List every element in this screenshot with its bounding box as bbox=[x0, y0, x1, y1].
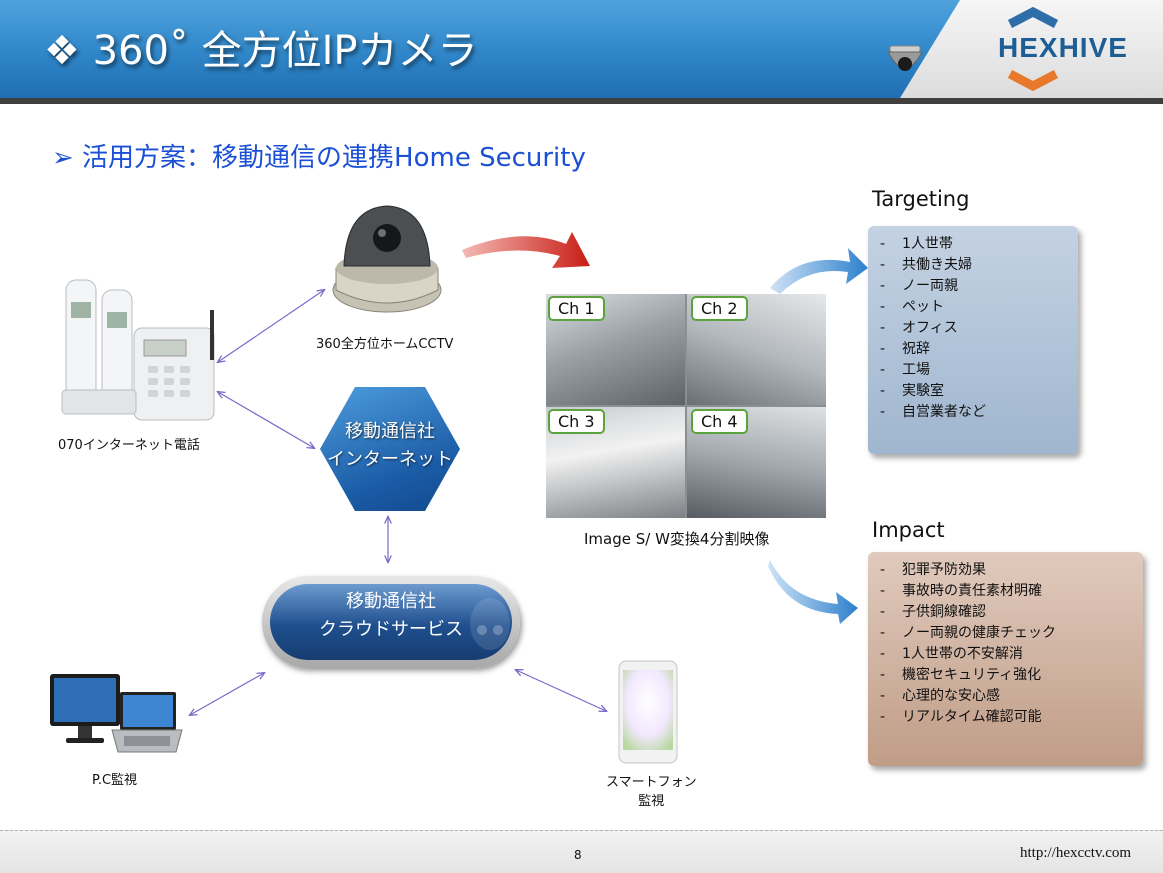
impact-item: 子供銅線確認 bbox=[878, 602, 1143, 623]
impact-item: 犯罪予防効果 bbox=[878, 560, 1143, 581]
logo-text: HEXHIVE bbox=[998, 32, 1128, 63]
network-label-line1: 移動通信社 bbox=[345, 421, 435, 442]
mobile-internet-hexagon bbox=[320, 387, 460, 511]
channel-2-tag: Ch 2 bbox=[691, 296, 748, 321]
slide-title: ❖ 360˚ 全方位IPカメラ bbox=[44, 28, 478, 74]
channel-1-tag: Ch 1 bbox=[548, 296, 605, 321]
feed-channel-1: Ch 1 bbox=[546, 294, 685, 405]
link-phone-network bbox=[218, 392, 314, 448]
split-view-feed: Ch 1 Ch 2 Ch 3 Ch 4 bbox=[546, 294, 826, 518]
hidden-face-icon bbox=[470, 598, 510, 650]
cloud-service-badge bbox=[270, 584, 512, 660]
pc-monitor-icon bbox=[50, 674, 183, 753]
targeting-item: 自営業者など bbox=[878, 402, 1078, 423]
channel-3-tag: Ch 3 bbox=[548, 409, 605, 434]
targeting-item: 実験室 bbox=[878, 381, 1078, 402]
targeting-item: 1人世帯 bbox=[878, 234, 1078, 255]
impact-box: 犯罪予防効果 事故時の責任素材明確 子供銅線確認 ノー両親の健康チェック 1人世… bbox=[868, 552, 1143, 766]
impact-item: 機密セキュリティ強化 bbox=[878, 665, 1143, 686]
targeting-item: 共働き夫婦 bbox=[878, 255, 1078, 276]
targeting-box: 1人世帯 共働き夫婦 ノー両親 ペット オフィス 祝辞 工場 実験室 自営業者な… bbox=[868, 226, 1078, 454]
footer-url[interactable]: http://hexcctv.com bbox=[1020, 845, 1132, 861]
link-cloud-pc bbox=[190, 673, 264, 715]
cloud-label-line2: クラウドサービス bbox=[319, 619, 463, 640]
impact-item: リアルタイム確認可能 bbox=[878, 707, 1143, 728]
link-cloud-smartphone bbox=[516, 670, 606, 711]
targeting-item: 祝辞 bbox=[878, 339, 1078, 360]
impact-list: 犯罪予防効果 事故時の責任素材明確 子供銅線確認 ノー両親の健康チェック 1人世… bbox=[878, 560, 1143, 728]
image-label: Image S/ W変換4分割映像 bbox=[584, 530, 770, 548]
blue-arrow-targeting bbox=[770, 248, 868, 294]
pc-label: P.C監視 bbox=[92, 773, 138, 788]
dome-camera-icon bbox=[887, 45, 923, 71]
feed-channel-2: Ch 2 bbox=[687, 294, 826, 405]
impact-item: 1人世帯の不安解消 bbox=[878, 644, 1143, 665]
blue-arrow-impact bbox=[768, 560, 858, 624]
targeting-item: 工場 bbox=[878, 360, 1078, 381]
impact-item: 心理的な安心感 bbox=[878, 686, 1143, 707]
impact-title: Impact bbox=[872, 518, 945, 542]
targeting-item: ノー両親 bbox=[878, 276, 1078, 297]
feed-channel-3: Ch 3 bbox=[546, 407, 685, 518]
cloud-label-line1: 移動通信社 bbox=[346, 591, 436, 612]
camera-label: 360全方位ホームCCTV bbox=[316, 337, 454, 352]
impact-item: ノー両親の健康チェック bbox=[878, 623, 1143, 644]
smartphone-icon bbox=[618, 660, 678, 764]
page-number: 8 bbox=[574, 848, 582, 862]
targeting-item: オフィス bbox=[878, 318, 1078, 339]
channel-4-tag: Ch 4 bbox=[691, 409, 748, 434]
cloud-label: 移動通信社 クラウドサービス bbox=[270, 588, 512, 644]
smartphone-label-line1: スマートフォン bbox=[606, 775, 697, 790]
internet-phone-icon bbox=[61, 279, 215, 421]
hexhive-logo-icon bbox=[1007, 6, 1059, 92]
footer-bar bbox=[0, 830, 1163, 873]
dome-camera-illustration bbox=[332, 205, 442, 313]
impact-item: 事故時の責任素材明確 bbox=[878, 581, 1143, 602]
smartphone-label: スマートフォン 監視 bbox=[606, 773, 697, 811]
targeting-list: 1人世帯 共働き夫婦 ノー両親 ペット オフィス 祝辞 工場 実験室 自営業者な… bbox=[878, 234, 1078, 423]
network-label-line2: インターネット bbox=[327, 449, 453, 470]
targeting-title: Targeting bbox=[872, 187, 970, 211]
feed-channel-4: Ch 4 bbox=[687, 407, 826, 518]
network-label: 移動通信社 インターネット bbox=[310, 418, 470, 474]
link-phone-camera bbox=[218, 290, 324, 362]
red-arrow bbox=[462, 232, 590, 268]
targeting-item: ペット bbox=[878, 297, 1078, 318]
smartphone-label-line2: 監視 bbox=[638, 794, 665, 809]
subtitle: ➢ 活用方案：移動通信の連携Home Security bbox=[52, 143, 586, 173]
phone-label: 070インターネット電話 bbox=[58, 438, 200, 453]
